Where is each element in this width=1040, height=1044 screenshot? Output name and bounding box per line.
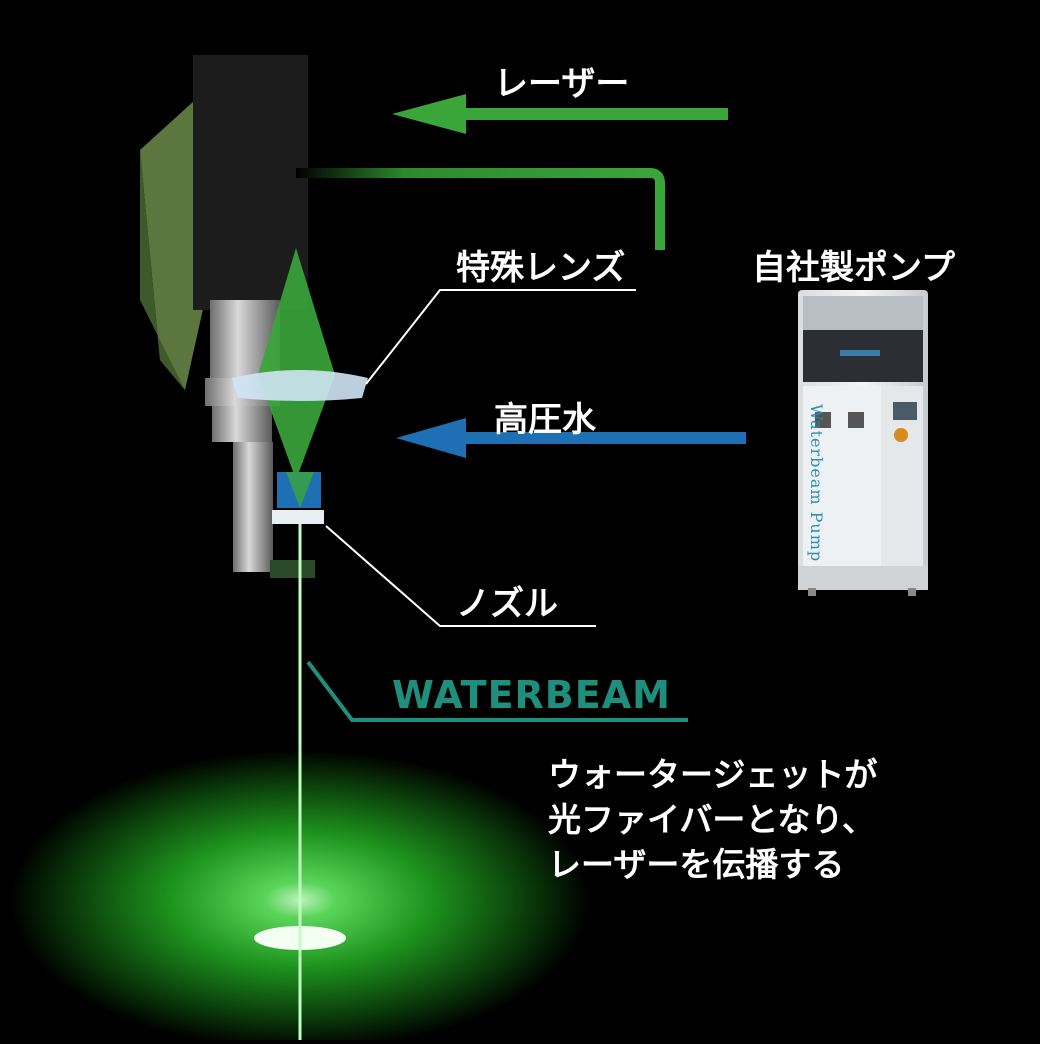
laser-label: レーザー: [494, 64, 630, 104]
waterbeam-label: WATERBEAM: [392, 673, 671, 717]
special-lens: [232, 370, 368, 401]
nozzle-label: ノズル: [456, 584, 558, 624]
pump-unit-text: Waterbeam Pump: [807, 404, 826, 563]
waterbeam-leader-line: [306, 660, 688, 722]
laser-beam-path: [296, 168, 665, 250]
nozzle-tip: [272, 510, 324, 524]
pump-unit: [798, 290, 928, 596]
high-pressure-water-label: 高圧水: [494, 400, 596, 440]
description-line: レーザーを伝播する: [548, 845, 845, 884]
nozzle-leader-line: [325, 525, 596, 627]
description-text: ウォータージェットが 光ファイバーとなり、 レーザーを伝播する: [548, 752, 1028, 887]
lens-leader-line: [365, 289, 636, 385]
special-lens-label: 特殊レンズ: [456, 248, 626, 288]
pump-label: 自社製ポンプ: [752, 248, 955, 288]
description-line: ウォータージェットが: [548, 755, 878, 794]
laser-arrow-head: [392, 94, 466, 134]
description-line: 光ファイバーとなり、: [548, 800, 876, 839]
laser-focus-cone: [258, 248, 335, 480]
water-arrow-head: [396, 418, 466, 458]
